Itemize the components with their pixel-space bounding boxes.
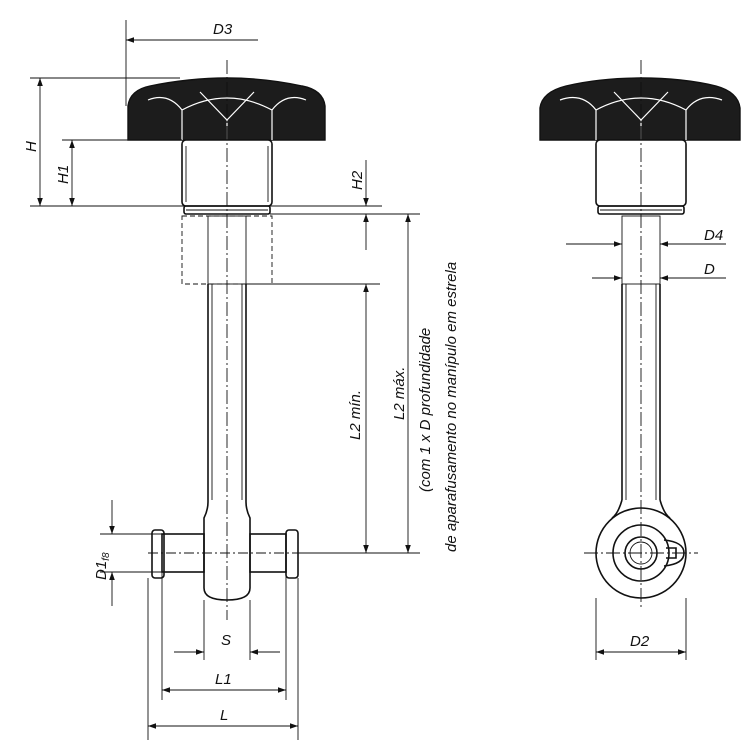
label-l2-max-note-2: de aparafusamento no manípulo em estrela (443, 262, 460, 552)
label-d2: D2 (630, 633, 650, 650)
label-d: D (704, 261, 715, 278)
label-l: L (220, 707, 228, 724)
label-l2-max: L2 máx. (391, 367, 408, 420)
label-d4: D4 (704, 227, 723, 244)
label-h: H (23, 141, 40, 152)
label-d1: D1f8 (93, 552, 112, 580)
label-h1: H1 (55, 165, 72, 184)
label-l2-max-note-1: (com 1 x D profundidade (417, 328, 434, 492)
star-knob-right (539, 77, 741, 141)
label-h2: H2 (349, 170, 366, 190)
label-s: S (221, 632, 231, 649)
side-view (539, 60, 741, 660)
front-view (30, 20, 420, 740)
label-d3: D3 (213, 21, 233, 38)
label-l2-min: L2 mín. (347, 390, 364, 440)
label-l1: L1 (215, 671, 232, 688)
